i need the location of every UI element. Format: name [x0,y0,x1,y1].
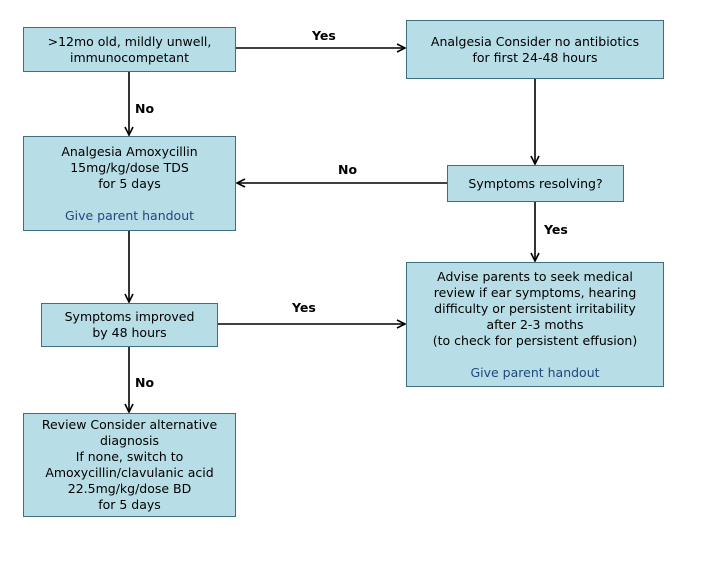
node-text-line: Amoxycillin/clavulanic acid [45,465,214,480]
edge-label-improved-yes: Yes [292,300,316,315]
parent-handout-note: Give parent handout [470,364,600,380]
edge-label-start-no: No [135,101,155,116]
node-review-alternative: Review Consider alternative diagnosis If… [23,413,236,517]
node-analgesia-no-antibiotics: Analgesia Consider no antibiotics for fi… [406,20,664,79]
node-text-line: for 5 days [98,175,161,191]
node-text-line: for 5 days [98,497,161,512]
node-text-line: for first 24-48 hours [472,49,598,65]
node-text-line: Analgesia Amoxycillin [61,143,198,159]
node-text-line: after 2-3 moths [486,316,584,332]
node-text-line: If none, switch to [75,449,184,464]
node-text-line: Review Consider alternative [41,417,218,432]
parent-handout-note: Give parent handout [64,207,195,223]
edge-label-start-yes: Yes [312,28,336,43]
node-analgesia-amoxycillin: Analgesia Amoxycillin 15mg/kg/dose TDS f… [23,136,236,231]
node-symptoms-improved: Symptoms improved by 48 hours [41,303,218,347]
node-text-line: diagnosis [99,433,160,448]
node-text-line: (to check for persistent effusion) [432,332,638,348]
edge-label-improved-no: No [135,375,155,390]
node-text-line: Symptoms resolving? [468,175,603,191]
node-text-line: 22.5mg/kg/dose BD [67,481,192,496]
node-advise-parents: Advise parents to seek medical review if… [406,262,664,387]
node-text-line: >12mo old, mildly unwell, [47,33,212,49]
node-start-criteria: >12mo old, mildly unwell, immunocompetan… [23,27,236,72]
node-text-line: by 48 hours [92,325,167,340]
node-text-line: immunocompetant [69,49,190,65]
node-text-line: 15mg/kg/dose TDS [70,159,189,175]
edge-label-resolving-no: No [338,162,358,177]
node-symptoms-resolving: Symptoms resolving? [447,165,624,202]
node-text-line: Analgesia Consider no antibiotics [430,33,640,49]
node-text-line: difficulty or persistent irritability [434,300,636,316]
edge-label-resolving-yes: Yes [544,222,568,237]
node-text-line: Symptoms improved [64,309,195,324]
node-text-line: review if ear symptoms, hearing [433,284,637,300]
node-text-line: Advise parents to seek medical [437,268,633,284]
